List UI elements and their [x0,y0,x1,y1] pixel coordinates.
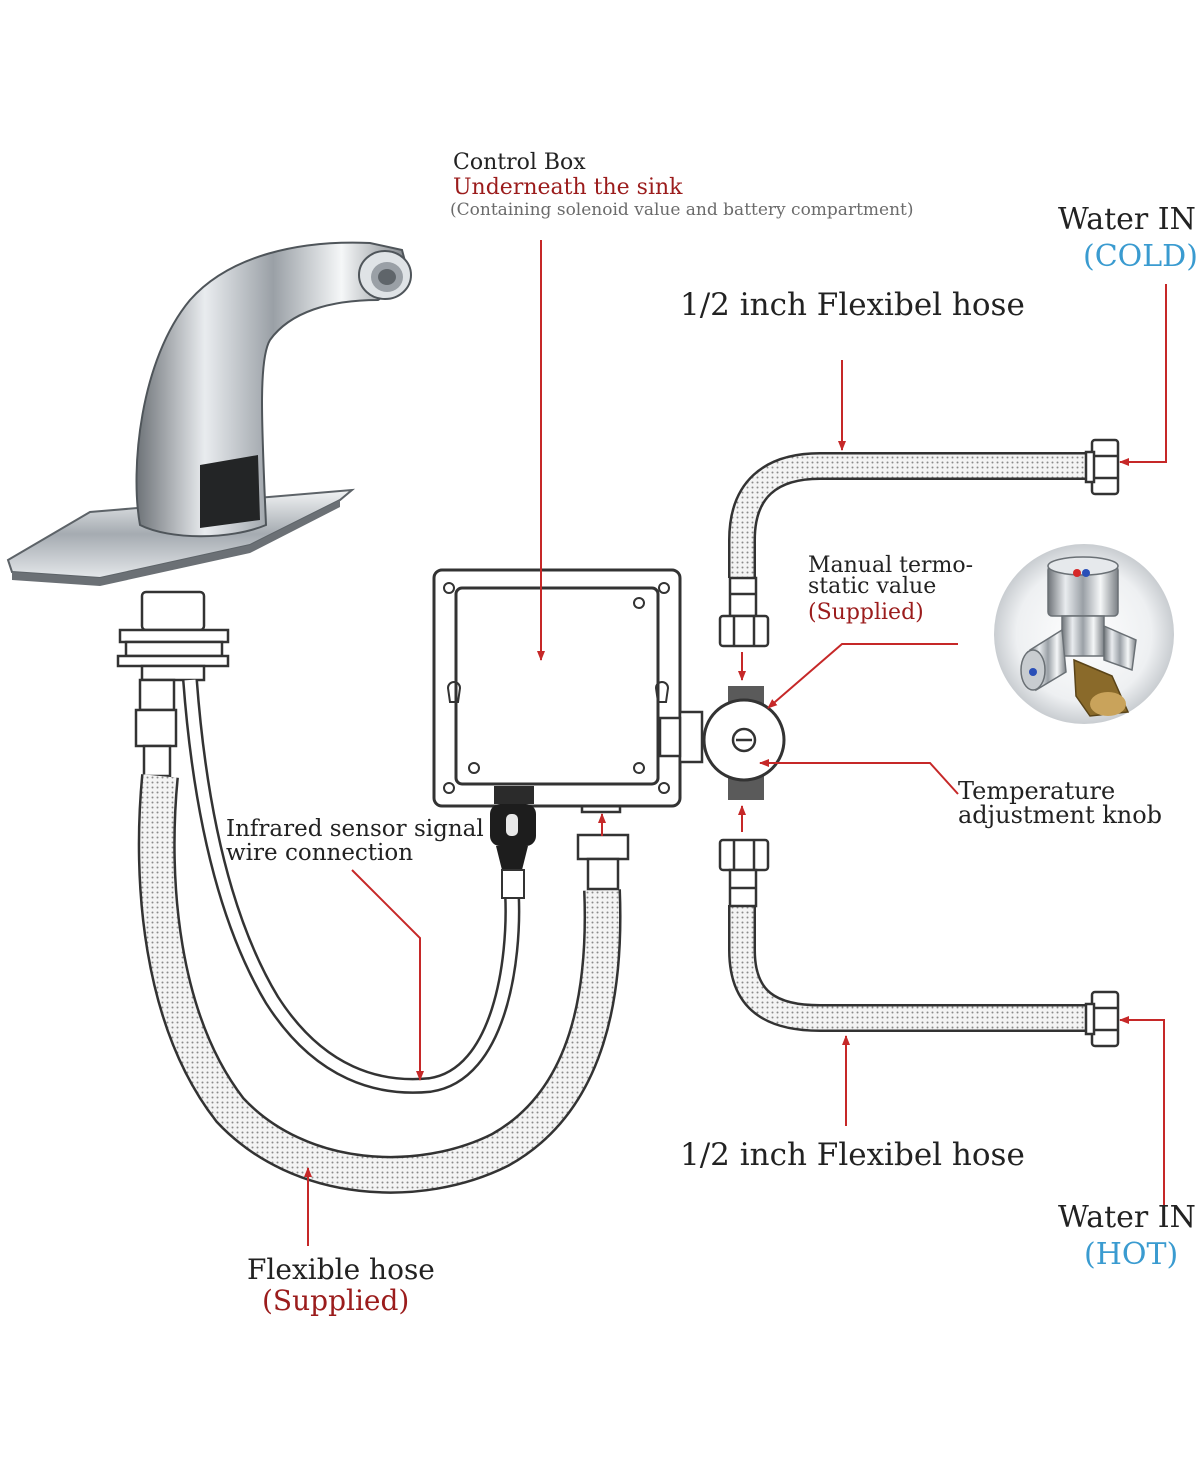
temperature-knob-line2: adjustment knob [958,801,1163,829]
flexible-hose-sub: (Supplied) [262,1284,410,1317]
faucet-shank [116,590,230,778]
hose-bottom-label: 1/2 inch Flexibel hose [680,1137,1025,1173]
sensor-wire-line2: wire connection [226,840,414,866]
arrow-water-cold [1119,284,1167,466]
water-in-cold-sub: (COLD) [1083,239,1198,274]
water-in-cold-title: Water IN [1058,202,1196,237]
control-box-location: Underneath the sink [453,175,683,200]
hot-hose-fittings [718,838,1120,1048]
thermostatic-valve [702,686,786,800]
faucet-spout [135,241,412,538]
arrow-water-hot [1119,1016,1165,1210]
cold-hose-fittings [718,438,1120,648]
valve-photo [994,544,1174,724]
water-in-hot-sub: (HOT) [1084,1237,1179,1272]
arrow-temperature-knob [759,759,959,795]
thermostatic-valve-sub: (Supplied) [808,600,924,625]
flexible-hose-title: Flexible hose [247,1253,435,1286]
annotation-arrows [304,240,1167,1246]
infrared-sensor-window [200,455,260,528]
arrow-thermostatic-valve [767,643,958,709]
faucet [6,241,412,586]
arrow-sensor-wire [351,869,424,1081]
sensor-plug [490,786,536,899]
control-box-note: (Containing solenoid value and battery c… [450,200,914,220]
water-in-hot-title: Water IN [1058,1200,1196,1235]
hose-top-label: 1/2 inch Flexibel hose [680,287,1025,323]
temperature-knob-line1: Temperature [958,777,1116,805]
thermostatic-valve-line1: Manual termo- [808,553,974,578]
control-box-title: Control Box [453,150,586,175]
control-box [432,568,704,808]
hot-water-hose [728,905,1092,1032]
sensor-wire-line1: Infrared sensor signal [226,816,484,842]
thermostatic-valve-line2: static value [808,574,937,599]
